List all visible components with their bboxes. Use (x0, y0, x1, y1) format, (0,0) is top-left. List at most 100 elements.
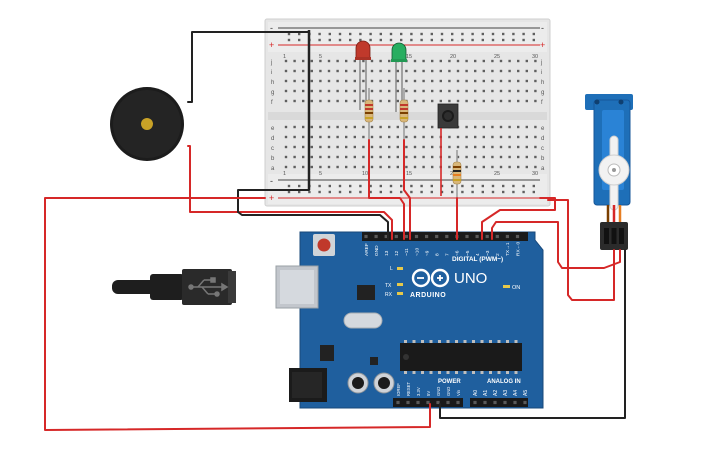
board-brand-label: ARDUINO (410, 292, 446, 299)
analog-header (470, 398, 528, 407)
row-letter-j: j (270, 60, 272, 66)
analog-pin (513, 400, 517, 405)
wire-servo-ground (439, 249, 626, 419)
digital-pin (435, 234, 439, 239)
digital-pin (404, 234, 408, 239)
digital-pin-label: ~3 (485, 250, 491, 256)
rail-plus-label-bottom: + (269, 193, 274, 203)
breadboard-holes (284, 32, 537, 194)
digital-pin (515, 234, 520, 239)
analog-pin (523, 400, 527, 405)
power-pin-label: IOREF (396, 383, 401, 396)
l-label: L (390, 266, 393, 272)
usb-icon (188, 277, 229, 297)
arduino-uno-board (275, 231, 544, 409)
digital-pin (374, 234, 378, 239)
col-number-15: 15 (406, 54, 412, 60)
rx-led-indicator (397, 292, 403, 295)
rail-minus-label: - (270, 23, 273, 33)
analog-pin-label: A1 (483, 390, 489, 396)
power-pin (396, 400, 400, 405)
col-number-25-bottom: 25 (494, 171, 500, 177)
power-pin-label: GND (436, 387, 441, 396)
row-letter-i-right: i (541, 70, 542, 76)
row-letter-b-right: b (541, 156, 545, 162)
row-letter-h-right: h (541, 80, 544, 86)
piezo-buzzer (110, 87, 184, 161)
reset-button[interactable] (317, 238, 331, 252)
l-led-indicator (397, 267, 403, 270)
digital-pin-label: RX←0 (515, 242, 521, 256)
row-letter-b: b (271, 156, 275, 162)
wire-buzzer-ground (187, 31, 310, 103)
wire-breadboard-ground (237, 189, 389, 240)
rail-plus-label: + (269, 40, 274, 50)
digital-pin (414, 234, 419, 239)
resistor-green-led (399, 88, 409, 140)
board-model-label: UNO (454, 270, 487, 287)
power-pin (456, 400, 460, 405)
row-letter-g-right: g (541, 90, 544, 96)
digital-header (362, 232, 528, 241)
row-letter-h: h (271, 80, 274, 86)
col-number-5: 5 (319, 54, 322, 60)
analog-in-label: ANALOG IN (487, 379, 521, 385)
power-pin (436, 400, 440, 405)
wire-green-led (403, 139, 411, 240)
power-pin (416, 400, 420, 405)
tx-label: TX (385, 283, 392, 289)
power-pin (426, 400, 430, 405)
power-pin (406, 400, 410, 405)
pushbutton[interactable] (437, 103, 459, 196)
row-letter-d: d (271, 136, 274, 142)
analog-pin-label: A4 (513, 390, 519, 396)
rail-minus-label-bottom: - (270, 176, 273, 186)
power-pin-label: 5V (426, 391, 431, 396)
usb-cable (112, 269, 236, 305)
col-number-30: 30 (532, 54, 538, 60)
digital-pin (475, 234, 479, 239)
col-number-20: 20 (450, 54, 456, 60)
digital-pin-label: ~10 (414, 248, 420, 256)
rail-plus-label-right: + (540, 40, 545, 50)
digital-pin (445, 234, 449, 239)
col-number-25: 25 (494, 54, 500, 60)
digital-pin (364, 234, 368, 239)
power-pin-label: Vin (456, 389, 461, 396)
digital-pin (394, 234, 398, 239)
col-number-10-bottom: 10 (362, 171, 368, 177)
digital-pin-label: ~6 (455, 250, 461, 256)
digital-pin (425, 234, 429, 239)
analog-pin (493, 400, 497, 405)
row-letter-g: g (271, 90, 274, 96)
analog-pin-label: A5 (523, 390, 529, 396)
col-number-30-bottom: 30 (532, 171, 538, 177)
analog-pin-label: A0 (473, 390, 479, 396)
digital-pin-label: 8 (435, 253, 441, 256)
digital-pin-label: ~5 (465, 250, 471, 256)
on-label: ON (512, 285, 520, 291)
digital-pin-label: GND (374, 245, 380, 256)
digital-pin-label: 2 (495, 253, 501, 256)
resistor-button (452, 150, 462, 198)
rail-minus-label-right: - (541, 23, 544, 33)
power-pin-label: RESET (406, 382, 411, 396)
digital-pin (485, 234, 489, 239)
digital-pin-label: 7 (445, 253, 451, 256)
digital-pin (505, 234, 509, 239)
power-pin-label: 3.3V (416, 387, 421, 396)
row-letter-d-right: d (541, 136, 544, 142)
row-letter-e: e (271, 126, 275, 132)
digital-pin-label: AREF (364, 243, 370, 256)
digital-pin-label: 4 (475, 253, 481, 256)
wire-rail-power (481, 197, 556, 240)
row-letter-i: i (271, 70, 272, 76)
resistor-red-led (364, 88, 374, 140)
row-letter-c-right: c (541, 146, 544, 152)
power-label: POWER (438, 379, 461, 385)
digital-pin (465, 234, 469, 239)
digital-pwm-label: DIGITAL (PWM~) (452, 256, 503, 263)
digital-pin-label: 12 (394, 250, 400, 256)
